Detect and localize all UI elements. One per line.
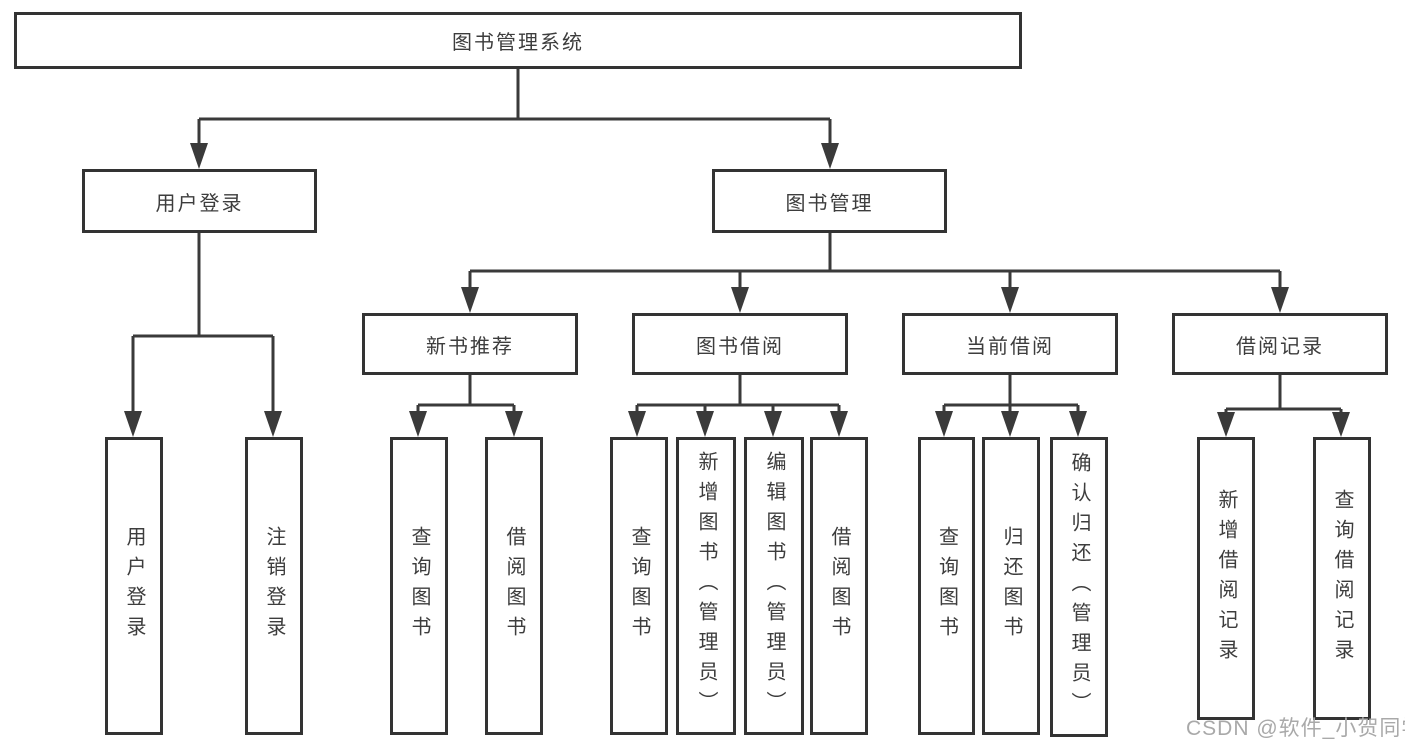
node-user-login-label: 用户登录 [155, 192, 244, 215]
connector-borrowing-records-to-leaves [1217, 375, 1350, 437]
node-current-borrowing-label: 当前借阅 [966, 335, 1054, 358]
connector-new-book-to-leaves [409, 375, 523, 437]
node-book-borrowing-label: 图书借阅 [696, 335, 784, 358]
leaf-label: 注销登录 [263, 526, 285, 646]
leaf-label: 查询借阅记录 [1331, 488, 1353, 669]
arrow-down-icon [696, 411, 714, 437]
leaf-return-books: 归还图书 [982, 437, 1040, 735]
arrow-down-icon [830, 411, 848, 437]
node-book-management-label: 图书管理 [785, 192, 874, 215]
arrow-down-icon [821, 143, 839, 169]
arrow-down-icon [731, 287, 749, 313]
arrow-down-icon [505, 411, 523, 437]
node-book-borrowing: 图书借阅 [632, 313, 848, 375]
leaf-user-login: 用户登录 [105, 437, 163, 735]
leaf-query-borrow-record: 查询借阅记录 [1313, 437, 1371, 720]
leaf-borrow-books: 借阅图书 [810, 437, 868, 735]
node-user-login: 用户登录 [82, 169, 317, 233]
leaf-label: 借阅图书 [828, 526, 850, 646]
node-library-system-label: 图书管理系统 [452, 32, 584, 54]
leaf-label: 确认归还（管理员） [1068, 452, 1090, 722]
arrow-down-icon [628, 411, 646, 437]
connector-book-borrowing-to-leaves [628, 375, 848, 437]
arrow-down-icon [190, 143, 208, 169]
arrow-down-icon [124, 411, 142, 437]
leaf-label: 借阅图书 [503, 526, 525, 646]
leaf-logout: 注销登录 [245, 437, 303, 735]
connector-book-management-to-level3 [461, 233, 1289, 313]
leaf-label: 用户登录 [123, 526, 145, 646]
leaf-add-books-admin: 新增图书（管理员） [676, 437, 736, 735]
arrow-down-icon [1001, 411, 1019, 437]
leaf-add-borrow-record: 新增借阅记录 [1197, 437, 1255, 720]
node-book-management: 图书管理 [712, 169, 947, 233]
arrow-down-icon [264, 411, 282, 437]
leaf-label: 归还图书 [1000, 526, 1022, 646]
node-library-system: 图书管理系统 [14, 12, 1022, 69]
arrow-down-icon [461, 287, 479, 313]
arrow-down-icon [935, 411, 953, 437]
node-new-book-recommend: 新书推荐 [362, 313, 578, 375]
arrow-down-icon [1217, 412, 1235, 437]
arrow-down-icon [409, 411, 427, 437]
node-borrowing-records-label: 借阅记录 [1236, 335, 1324, 358]
leaf-label: 查询图书 [408, 526, 430, 646]
leaf-label: 新增借阅记录 [1215, 488, 1237, 669]
leaf-edit-books-admin: 编辑图书（管理员） [744, 437, 804, 735]
node-current-borrowing: 当前借阅 [902, 313, 1118, 375]
arrow-down-icon [1332, 412, 1350, 437]
leaf-query-books-current: 查询图书 [918, 437, 975, 735]
connector-current-borrowing-to-leaves [935, 375, 1087, 437]
leaf-label: 查询图书 [628, 526, 650, 646]
leaf-label: 新增图书（管理员） [695, 451, 717, 721]
leaf-label: 编辑图书（管理员） [763, 451, 785, 721]
node-borrowing-records: 借阅记录 [1172, 313, 1388, 375]
leaf-query-books-recommend: 查询图书 [390, 437, 448, 735]
arrow-down-icon [1001, 287, 1019, 313]
leaf-borrow-books-recommend: 借阅图书 [485, 437, 543, 735]
csdn-watermark: CSDN @软件_小贺同学 [1186, 717, 1405, 740]
leaf-confirm-return-admin: 确认归还（管理员） [1050, 437, 1108, 737]
node-new-book-recommend-label: 新书推荐 [426, 335, 514, 358]
arrow-down-icon [1069, 411, 1087, 437]
leaf-label: 查询图书 [935, 526, 958, 646]
arrow-down-icon [1271, 287, 1289, 313]
connector-root-to-level2 [190, 69, 839, 169]
leaf-query-books-borrowing: 查询图书 [610, 437, 668, 735]
arrow-down-icon [764, 411, 782, 437]
connector-user-login-to-leaves [124, 233, 282, 437]
